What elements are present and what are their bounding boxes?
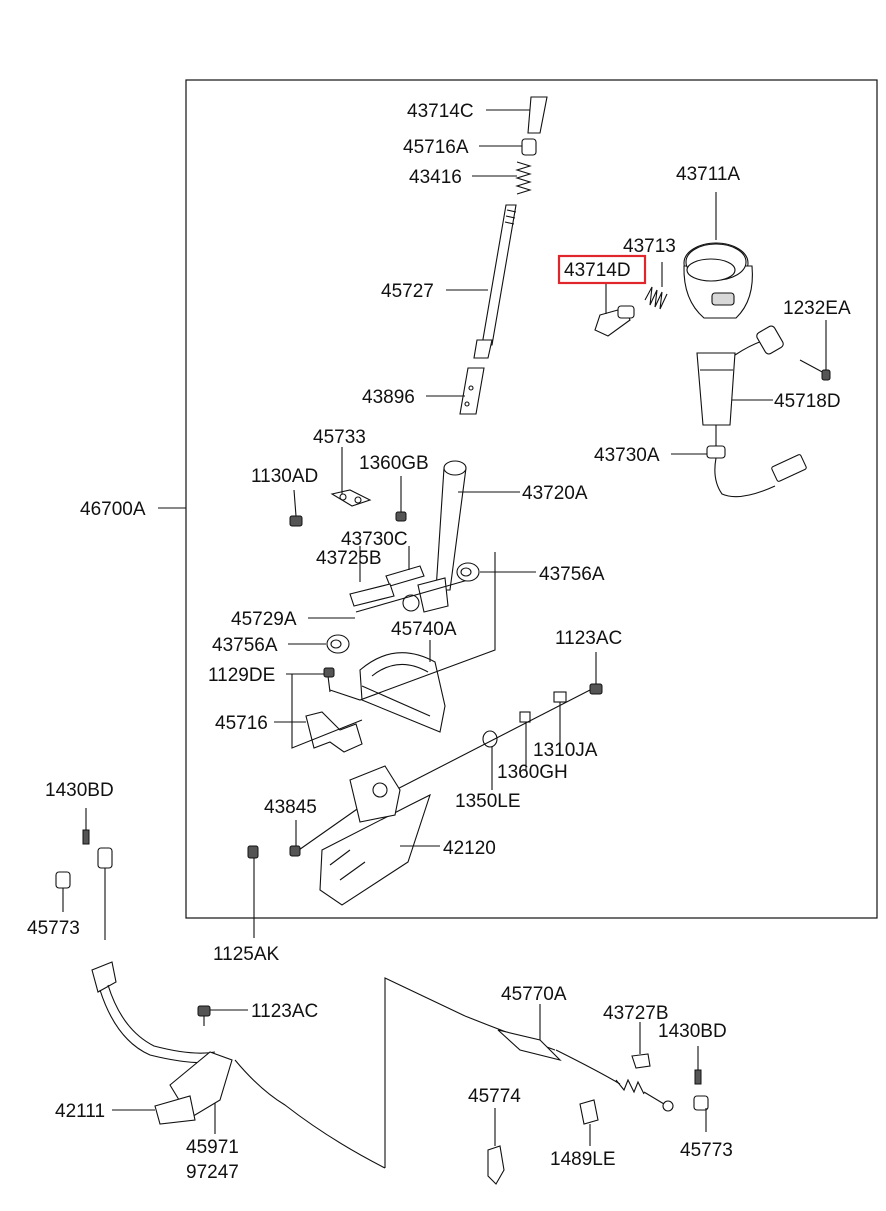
label-1489LE: 1489LE: [550, 1149, 616, 1170]
part-45716-detent-spring: [274, 711, 363, 753]
part-43711A-knob: [683, 192, 753, 319]
part-45770A-cable: [464, 1004, 674, 1112]
part-45774-clip: [487, 1108, 505, 1185]
label-43727B: 43727B: [603, 1003, 669, 1024]
part-1430BD-pin-left: [82, 808, 90, 845]
part-45727-rod: [446, 204, 517, 359]
part-45773-clip-left: [55, 871, 71, 912]
label-42120: 42120: [443, 838, 496, 859]
label-43756A-left: 43756A: [212, 635, 278, 656]
assembly-frame: [185, 79, 878, 919]
part-1350LE-washer: [482, 730, 498, 790]
label-45729A: 45729A: [231, 609, 297, 630]
part-43720A-lever: [402, 460, 520, 613]
part-43714C: [486, 96, 548, 134]
label-45971: 45971: [186, 1137, 239, 1158]
part-45773-clip-right: [693, 1095, 709, 1132]
label-1360GH: 1360GH: [497, 762, 568, 783]
bracket-outline: [329, 552, 496, 701]
label-45727: 45727: [381, 281, 434, 302]
part-45716A: [479, 138, 537, 156]
part-1489LE-clip: [579, 1099, 599, 1146]
label-43714D: 43714D: [564, 260, 631, 281]
bracket-outline-2: [291, 674, 363, 749]
long-shaft: [375, 689, 591, 801]
part-1360GB-nut: [395, 476, 407, 522]
part-1125AK-bolt: [247, 845, 259, 938]
part-1310JA-nut: [553, 691, 567, 748]
label-43725B: 43725B: [316, 548, 382, 569]
label-1123AC-bottom: 1123AC: [251, 1001, 318, 1022]
label-43720A: 43720A: [522, 483, 588, 504]
label-45740A: 45740A: [391, 619, 457, 640]
part-43416-spring: [472, 161, 532, 195]
label-1360GB: 1360GB: [359, 453, 429, 474]
part-1130AD-bolt: [289, 489, 303, 527]
part-43725B-pin: [359, 546, 425, 587]
label-43896: 43896: [362, 387, 415, 408]
part-43730A-grommet: [671, 425, 807, 498]
label-1125AK: 1125AK: [213, 944, 280, 965]
part-43714D-button: [594, 282, 635, 337]
part-42111-bracket: [112, 1051, 233, 1125]
label-45733: 45733: [313, 427, 366, 448]
label-43845: 43845: [264, 797, 317, 818]
label-1430BD-left: 1430BD: [45, 780, 114, 801]
part-1360GH-washer: [519, 711, 531, 770]
part-43713-spring: [644, 262, 668, 310]
label-1232EA: 1232EA: [783, 298, 851, 319]
label-1130AD: 1130AD: [251, 466, 318, 487]
label-1430BD-right: 1430BD: [658, 1021, 727, 1042]
part-45729A-shaft: [308, 579, 469, 619]
label-43713: 43713: [623, 236, 676, 257]
label-1310JA: 1310JA: [533, 740, 598, 761]
label-43416: 43416: [409, 167, 462, 188]
label-43730A: 43730A: [594, 445, 660, 466]
label-97247: 97247: [186, 1162, 239, 1183]
label-45716: 45716: [215, 713, 268, 734]
label-1350LE: 1350LE: [455, 791, 521, 812]
label-45773-left: 45773: [27, 918, 80, 939]
label-43714C: 43714C: [407, 101, 474, 122]
part-45733-plate: [330, 447, 372, 507]
part-1129DE-screw: [286, 667, 335, 693]
label-43756A-right: 43756A: [539, 564, 605, 585]
label-43711A: 43711A: [676, 164, 740, 185]
label-42111: 42111: [55, 1101, 105, 1122]
cable-route: [384, 977, 466, 1168]
part-45740A-gate: [359, 640, 446, 733]
label-1123AC-top: 1123AC: [555, 628, 622, 649]
label-46700A: 46700A: [80, 499, 146, 520]
part-43727B-clip: [631, 1022, 651, 1069]
part-1232EA-screw: [799, 320, 831, 381]
part-43896-pin: [426, 367, 485, 415]
label-45716A: 45716A: [403, 137, 469, 158]
part-43756A-bushing-right: [456, 562, 536, 582]
label-45770A: 45770A: [501, 984, 567, 1005]
label-45773-right: 45773: [680, 1140, 733, 1161]
part-43756A-bushing-left: [288, 634, 350, 654]
part-1430BD-pin-right: [694, 1046, 702, 1085]
label-43730C: 43730C: [341, 529, 408, 550]
label-45718D: 45718D: [774, 391, 841, 412]
part-45718D-boot: [696, 325, 784, 426]
highlight-box-43714D: [557, 254, 647, 285]
part-1123AC-bolt-top: [589, 652, 603, 695]
label-45774: 45774: [468, 1086, 521, 1107]
label-1129DE: 1129DE: [208, 665, 275, 686]
part-1123AC-bolt-bottom: [197, 1005, 248, 1026]
part-42120-base: [319, 765, 440, 906]
